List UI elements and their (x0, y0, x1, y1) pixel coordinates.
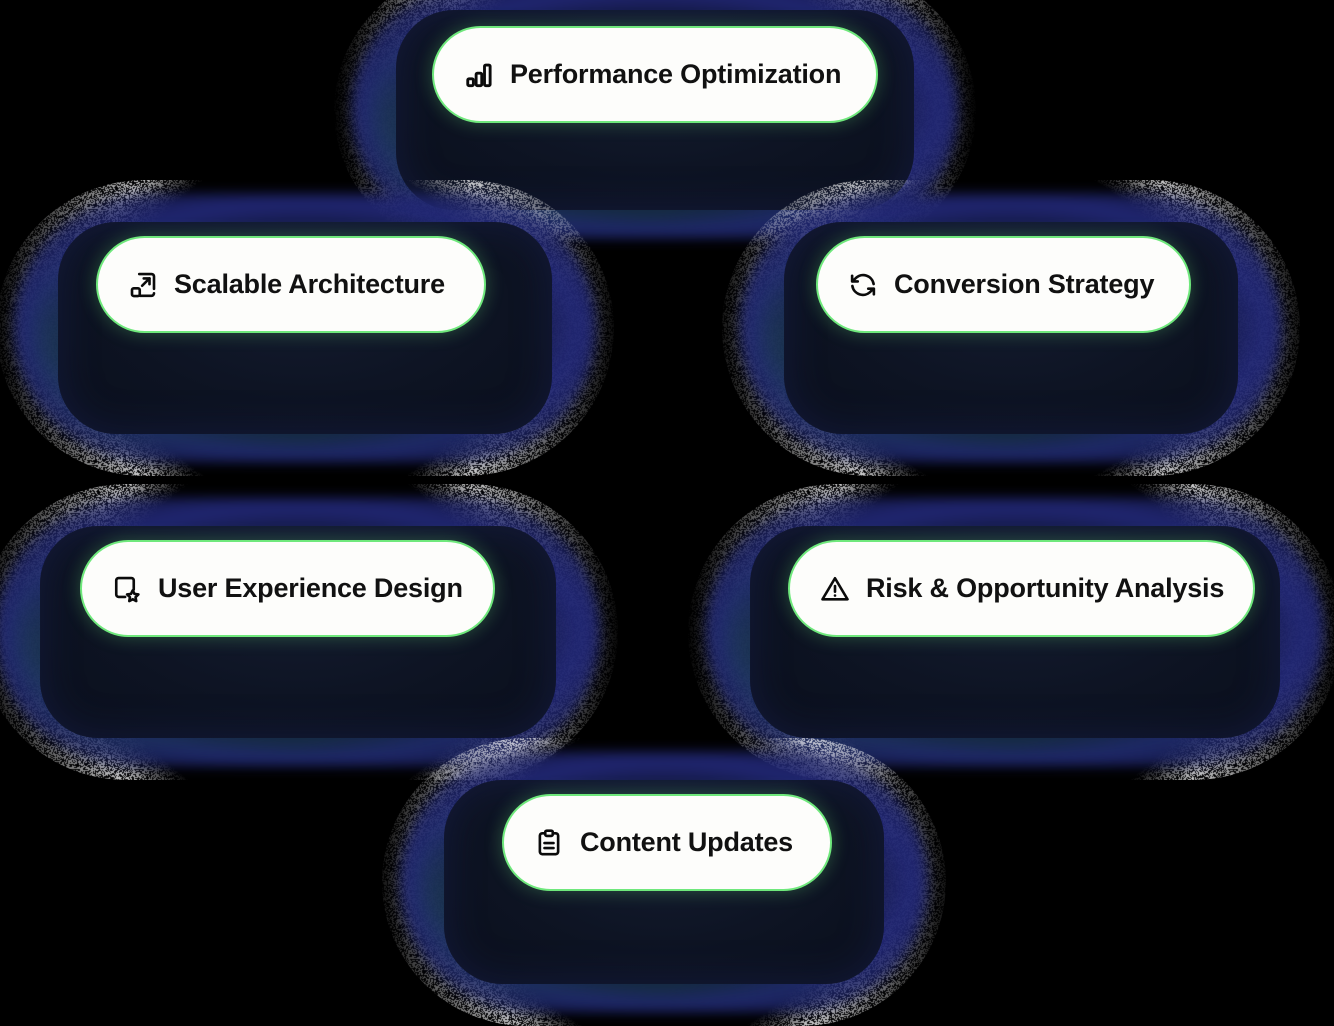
node-pill-risk-opportunity-analysis[interactable]: Risk & Opportunity Analysis (788, 540, 1255, 637)
clipboard-icon (534, 828, 564, 858)
node-performance-optimization[interactable]: Performance Optimization (396, 10, 914, 210)
node-risk-opportunity-analysis[interactable]: Risk & Opportunity Analysis (750, 526, 1280, 738)
node-pill-scalable-architecture[interactable]: Scalable Architecture (96, 236, 486, 333)
node-label: Conversion Strategy (894, 271, 1154, 298)
diagram-canvas: Performance Optimization Scalable Archit… (0, 0, 1334, 1004)
node-pill-conversion-strategy[interactable]: Conversion Strategy (816, 236, 1191, 333)
node-label: Risk & Opportunity Analysis (866, 575, 1224, 602)
node-label: Performance Optimization (510, 61, 841, 88)
frame-star-icon (112, 574, 142, 604)
node-user-experience-design[interactable]: User Experience Design (40, 526, 556, 738)
scale-expand-icon (128, 270, 158, 300)
bar-chart-icon (464, 60, 494, 90)
warning-triangle-icon (820, 574, 850, 604)
node-pill-performance-optimization[interactable]: Performance Optimization (432, 26, 878, 123)
node-pill-user-experience-design[interactable]: User Experience Design (80, 540, 495, 637)
node-scalable-architecture[interactable]: Scalable Architecture (58, 222, 552, 434)
node-label: Scalable Architecture (174, 271, 445, 298)
node-content-updates[interactable]: Content Updates (444, 780, 884, 984)
node-label: Content Updates (580, 829, 793, 856)
node-pill-content-updates[interactable]: Content Updates (502, 794, 832, 891)
node-conversion-strategy[interactable]: Conversion Strategy (784, 222, 1238, 434)
node-label: User Experience Design (158, 575, 463, 602)
refresh-cycle-icon (848, 270, 878, 300)
